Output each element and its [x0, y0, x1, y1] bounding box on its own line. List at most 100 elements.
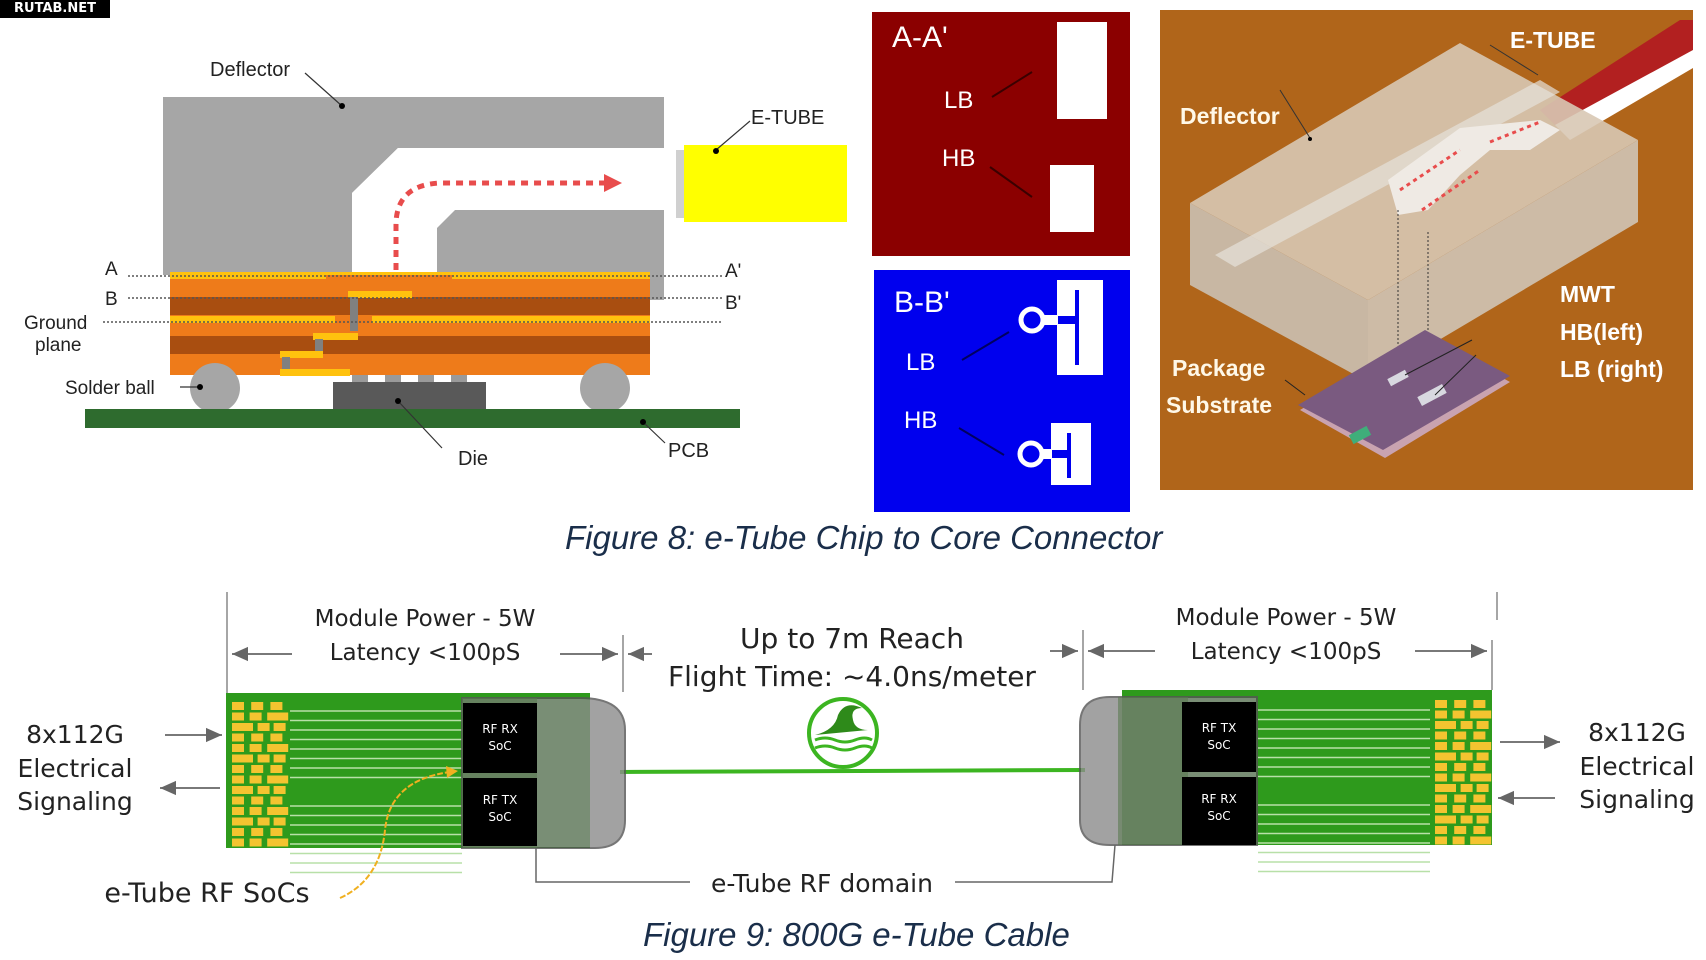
waveguide-split	[1388, 120, 1560, 215]
contact-pad	[257, 786, 270, 794]
contact-pad	[1470, 836, 1492, 845]
bump	[418, 375, 434, 385]
contact-pad	[1435, 763, 1447, 771]
bump	[385, 375, 401, 385]
label-deflector: Deflector	[210, 59, 290, 81]
via-pad	[313, 333, 358, 340]
contact-pad	[257, 817, 270, 826]
left-latency: Latency <100pS	[330, 640, 521, 666]
left-chip-top	[463, 703, 537, 773]
isometric-panel: E-TUBE Deflector MWT HB(left) LB (right)…	[1160, 10, 1693, 490]
contact-pad	[1435, 836, 1447, 845]
contact-pad	[232, 733, 244, 742]
left-pad-array	[232, 702, 289, 847]
bb-title: B-B'	[894, 286, 950, 319]
contact-pad	[1435, 794, 1447, 803]
bump	[352, 375, 368, 385]
contact-pad	[1435, 784, 1456, 792]
iso-label-substrate: Substrate	[1166, 392, 1272, 418]
contact-pad	[270, 796, 283, 805]
contact-pad	[232, 828, 244, 836]
bump	[451, 375, 467, 385]
contact-pad	[1454, 826, 1467, 834]
ground-plane-right	[372, 316, 650, 323]
contact-pad	[1452, 805, 1465, 813]
right-chip-top-label: RF TX	[1202, 721, 1237, 735]
contact-pad	[1435, 731, 1447, 740]
contact-pad	[270, 765, 283, 773]
contact-pad	[251, 702, 264, 710]
contact-pad	[232, 712, 244, 721]
via	[315, 339, 323, 351]
via	[282, 357, 290, 369]
rf-domain-label: e-Tube RF domain	[711, 869, 933, 898]
bb-hb-label: HB	[904, 407, 937, 434]
contact-pad	[1473, 731, 1486, 740]
iso-label-package: Package	[1172, 355, 1265, 381]
bb-lb-label: LB	[906, 349, 935, 376]
contact-pad	[1473, 826, 1486, 834]
contact-pad	[1454, 700, 1467, 708]
contact-pad	[273, 786, 286, 794]
contact-pad	[1435, 721, 1456, 729]
contact-pad	[273, 817, 286, 826]
left-io-line3: Signaling	[17, 787, 132, 816]
via-pad	[348, 291, 412, 298]
lb-slot-antenna	[1057, 280, 1103, 375]
label-pcb: PCB	[668, 440, 709, 462]
contact-pad	[1452, 742, 1465, 750]
contact-pad	[257, 754, 270, 763]
substrate-layer	[170, 275, 650, 297]
deflector-block	[163, 97, 664, 275]
contact-pad	[251, 733, 264, 742]
iso-label-mwt: MWT	[1560, 281, 1615, 307]
label-plane: plane	[35, 335, 82, 356]
contact-pad	[249, 775, 262, 784]
contact-pad	[232, 702, 244, 710]
contact-pad	[251, 796, 264, 805]
left-chip-bottom-label: RF TX	[483, 793, 518, 807]
svg-text:SoC: SoC	[1207, 809, 1230, 823]
contact-pad	[232, 838, 244, 847]
contact-pad	[267, 838, 289, 847]
contact-pad	[1470, 710, 1492, 719]
label-die: Die	[458, 448, 488, 470]
contact-pad	[1460, 815, 1473, 824]
section-bb-panel: B-B' LB HB	[874, 270, 1130, 512]
contact-pad	[232, 765, 244, 773]
pcb	[85, 409, 740, 428]
contact-pad	[273, 723, 286, 731]
contact-pad	[267, 712, 289, 721]
right-chip-bottom-label: RF RX	[1201, 792, 1237, 806]
contact-pad	[1452, 773, 1465, 782]
contact-pad	[1476, 815, 1489, 824]
contact-pad	[249, 744, 262, 752]
contact-pad	[1435, 805, 1447, 813]
contact-pad	[1470, 742, 1492, 750]
svg-text:SoC: SoC	[1207, 738, 1230, 752]
label-b: B	[105, 289, 118, 310]
cross-section-diagram: Deflector E-TUBE A A' B B' Ground plane …	[24, 59, 847, 470]
soc-callout-label: e-Tube RF SoCs	[104, 878, 309, 909]
via	[350, 297, 358, 331]
left-chip-bottom	[463, 778, 537, 846]
contact-pad	[270, 828, 283, 836]
label-a-prime: A'	[725, 261, 741, 282]
contact-pad	[232, 723, 253, 731]
etube-cable	[619, 768, 1086, 774]
hb-aperture	[1050, 165, 1094, 232]
contact-pad	[1435, 773, 1447, 782]
label-etube: E-TUBE	[751, 107, 824, 129]
right-chip-bottom	[1182, 777, 1256, 845]
contact-pad	[232, 817, 253, 826]
right-latency: Latency <100pS	[1191, 639, 1382, 665]
contact-pad	[249, 712, 262, 721]
contact-pad	[1476, 721, 1489, 729]
contact-pad	[1435, 710, 1447, 719]
iso-label-lb-right: LB (right)	[1560, 356, 1663, 382]
left-chip-top-label: RF RX	[482, 722, 518, 736]
signal-path-arrow	[393, 180, 605, 270]
cable-reach: Up to 7m Reach	[740, 622, 964, 655]
left-power: Module Power - 5W	[315, 606, 536, 632]
contact-pad	[1460, 784, 1473, 792]
